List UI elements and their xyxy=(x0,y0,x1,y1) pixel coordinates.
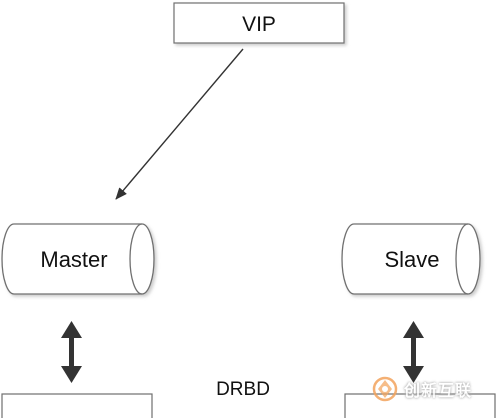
watermark-text: 创新互联 xyxy=(404,381,473,400)
master-label: Master xyxy=(40,247,107,272)
slave-label: Slave xyxy=(384,247,439,272)
drbd-label: DRBD xyxy=(216,379,270,400)
master-cylinder-cap xyxy=(129,223,143,295)
watermark: 创新互联 xyxy=(372,372,498,406)
slave-node xyxy=(341,223,481,295)
vip-to-master-arrow xyxy=(115,48,244,200)
master-sync-arrow xyxy=(61,321,82,383)
vip-label: VIP xyxy=(242,13,276,36)
slave-drbd-box xyxy=(344,393,496,418)
master-node xyxy=(1,223,155,295)
slave-sync-arrow xyxy=(403,321,424,383)
watermark-logo-icon xyxy=(372,376,398,402)
vip-node xyxy=(173,2,345,44)
master-drbd-box xyxy=(1,393,153,418)
vip-box xyxy=(173,2,345,44)
slave-cylinder-cap xyxy=(455,223,469,295)
